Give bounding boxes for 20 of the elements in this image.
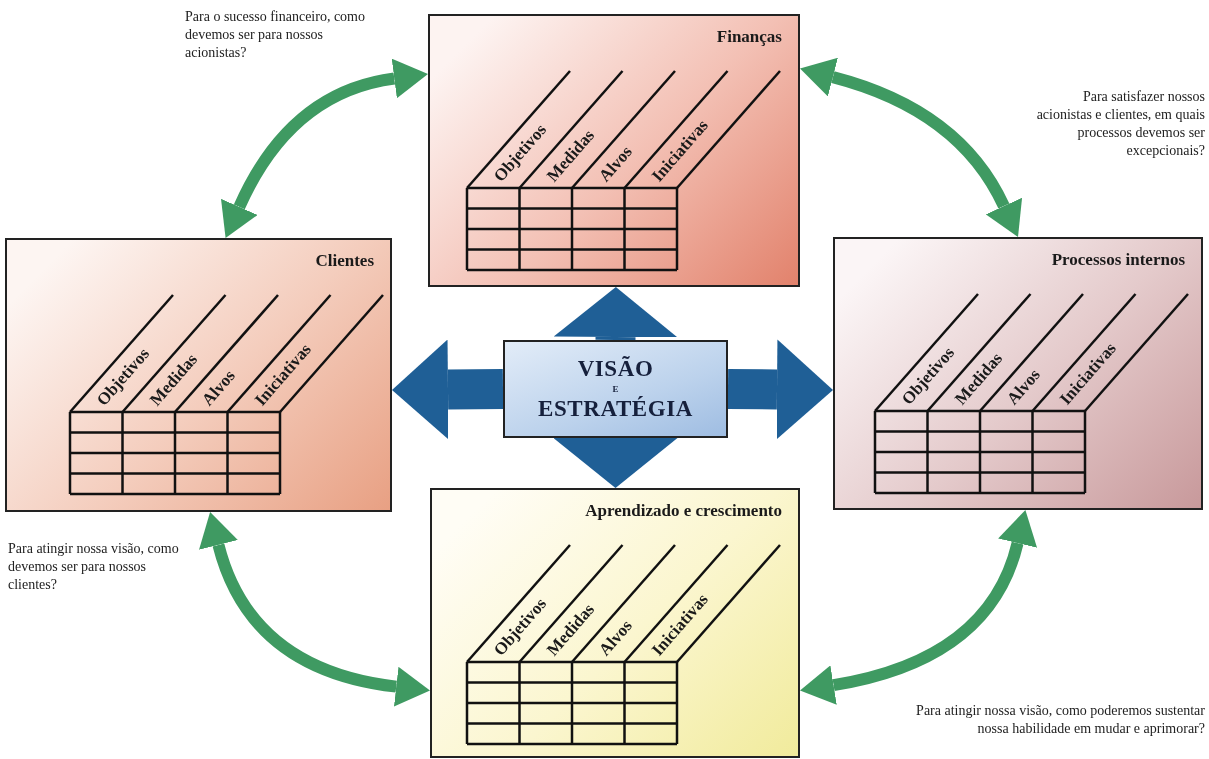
perspective-box xyxy=(5,238,392,512)
vision-strategy-box xyxy=(503,340,728,438)
perspective-box xyxy=(833,237,1203,510)
double-arrow xyxy=(199,512,430,707)
double-arrow xyxy=(800,57,1022,237)
double-arrow xyxy=(800,510,1037,705)
perspective-title: Finanças xyxy=(716,26,782,48)
perspective-title: Clientes xyxy=(315,250,374,272)
perspective-box xyxy=(430,488,800,758)
double-arrow xyxy=(221,58,428,238)
center-title: VISÃO xyxy=(577,355,654,383)
perspective-title: Aprendizado e crescimento xyxy=(585,500,782,522)
arrow xyxy=(553,437,678,488)
conjunction-text: E xyxy=(612,383,619,395)
center-title: ESTRATÉGIA xyxy=(538,395,693,423)
arrow xyxy=(553,287,678,341)
perspective-box xyxy=(428,14,800,287)
arrow xyxy=(727,339,833,440)
perspective-title: Processos internos xyxy=(1051,249,1185,271)
arrow xyxy=(392,339,504,440)
